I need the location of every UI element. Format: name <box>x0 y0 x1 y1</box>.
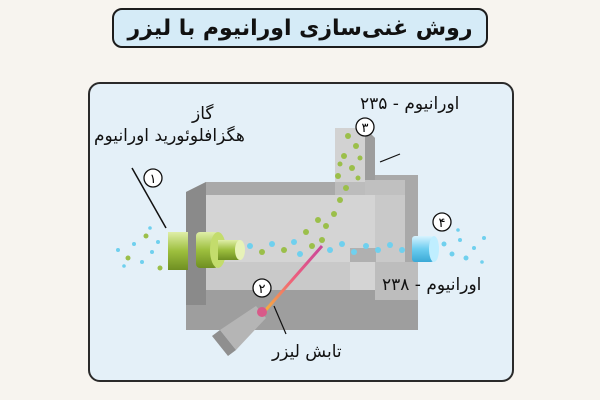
title-box: روش غنی‌سازی اورانیوم با لیزر <box>112 8 488 48</box>
label-u235: اورانیوم - ۲۳۵ <box>360 94 460 114</box>
label-u238: اورانیوم - ۲۳۸ <box>382 275 482 295</box>
label-gas-line1: گاز <box>192 104 214 124</box>
marker-2: ۲ <box>252 278 272 298</box>
svg-text:۱: ۱ <box>150 172 157 187</box>
svg-text:۴: ۴ <box>439 216 446 231</box>
gas-nozzle <box>168 232 245 270</box>
pointer-laser <box>273 305 287 335</box>
laser-emitter <box>257 307 267 317</box>
marker-4: ۴ <box>432 212 452 232</box>
marker-1: ۱ <box>143 168 163 188</box>
pointer-gas <box>131 167 167 229</box>
label-gas-line2: هگزافلوئورید اورانیوم <box>94 126 245 146</box>
svg-text:۲: ۲ <box>259 282 266 297</box>
particle-stream <box>116 133 486 271</box>
marker-3: ۳ <box>355 117 375 137</box>
u238-outlet-nozzle <box>412 236 439 262</box>
label-laser: تابش لیزر <box>272 342 342 362</box>
laser-beam <box>262 245 324 313</box>
svg-text:۳: ۳ <box>362 121 369 136</box>
page-title: روش غنی‌سازی اورانیوم با لیزر <box>127 15 473 41</box>
pointer-u235 <box>379 153 401 163</box>
